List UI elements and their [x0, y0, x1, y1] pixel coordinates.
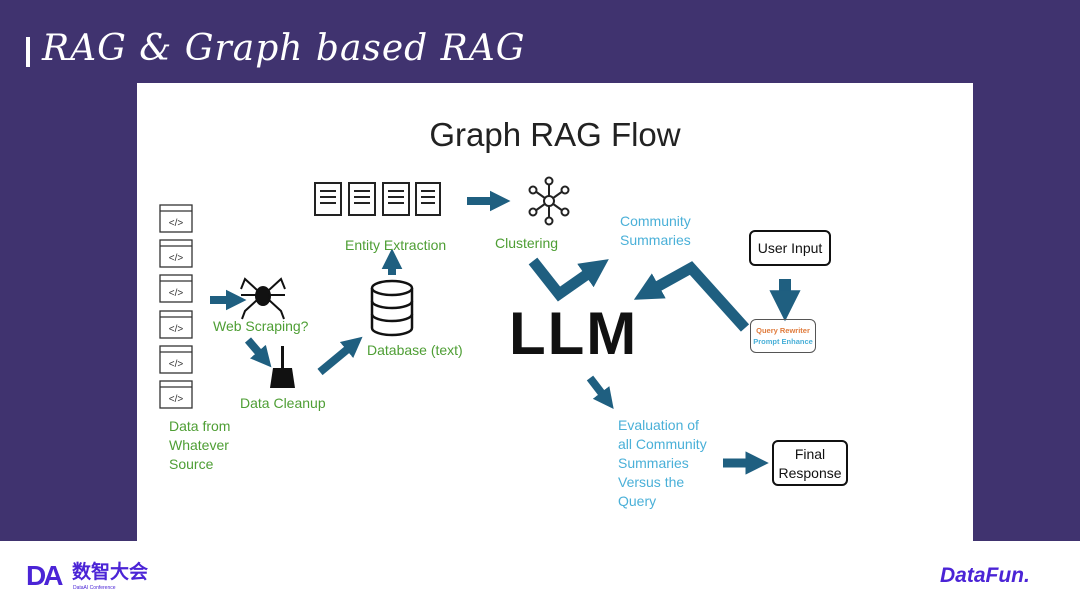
arrow-to-cleanup: [244, 337, 272, 368]
code-window-icon: </>: [159, 310, 193, 339]
arrow-query-to-summaries: [633, 261, 750, 332]
label-query-rewriter: Query Rewriter: [756, 326, 810, 335]
database-icon: [370, 279, 414, 337]
code-window-icon: </>: [159, 274, 193, 303]
label-web-scraping: Web Scraping?: [213, 318, 309, 334]
graph-rag-diagram: Graph RAG Flow </> </> </> </> </> </>: [137, 83, 973, 541]
logo-mark: DA: [26, 560, 63, 591]
code-window-icon: </>: [159, 204, 193, 233]
document-icon: [314, 182, 342, 216]
svg-text:</>: </>: [169, 359, 184, 370]
code-window-icon: </>: [159, 239, 193, 268]
code-window-icon: </>: [159, 380, 193, 409]
flow-arrows: [210, 190, 801, 475]
user-input-bubble: User Input: [749, 230, 831, 266]
code-window-icons: </> </> </> </> </> </>: [159, 204, 193, 409]
document-icons: [314, 182, 441, 216]
document-icon: [348, 182, 376, 216]
arrow-to-database: [317, 336, 363, 376]
document-icon: [415, 182, 441, 216]
label-evaluation: Evaluation of all Community Summaries Ve…: [618, 417, 707, 509]
svg-text:</>: </>: [169, 324, 184, 335]
svg-text:</>: </>: [169, 288, 184, 299]
svg-text:</>: </>: [169, 253, 184, 264]
logo-subtext: DataAI Conference: [73, 585, 116, 591]
llm-label: LLM: [509, 300, 639, 367]
datafun-logo: DataFun.: [940, 564, 1030, 587]
label-database: Database (text): [367, 342, 463, 358]
broom-icon: [270, 346, 295, 388]
label-prompt-enhance: Prompt Enhance: [753, 337, 813, 346]
code-window-icon: </>: [159, 345, 193, 374]
label-data-cleanup: Data Cleanup: [240, 395, 326, 411]
title-accent-bar: [26, 37, 30, 67]
spider-icon: [240, 277, 286, 320]
label-user-input: User Input: [757, 240, 823, 256]
label-clustering: Clustering: [495, 235, 559, 251]
label-final-response: Final Response: [778, 446, 842, 481]
svg-text:</>: </>: [169, 218, 184, 229]
label-data-source: Data from Whatever Source: [169, 418, 231, 472]
diagram-graphics: </> </> </> </> </> </>: [159, 176, 801, 475]
slide-title: RAG & Graph based RAG: [42, 28, 526, 69]
diagram-title: Graph RAG Flow: [429, 116, 681, 153]
label-entity-extraction: Entity Extraction: [345, 237, 447, 253]
query-rewriter-box: Query Rewriter Prompt Enhance: [750, 319, 816, 353]
final-response-bubble: Final Response: [772, 440, 848, 486]
svg-text:</>: </>: [169, 394, 184, 405]
logo-text: 数智大会: [72, 562, 149, 583]
label-community-summaries: Community Summaries: [620, 213, 691, 248]
arrow-llm-to-evaluation: [586, 375, 614, 409]
document-icon: [382, 182, 410, 216]
arrow-clustering-to-llm: [528, 257, 609, 302]
cluster-network-icon: [528, 176, 570, 226]
